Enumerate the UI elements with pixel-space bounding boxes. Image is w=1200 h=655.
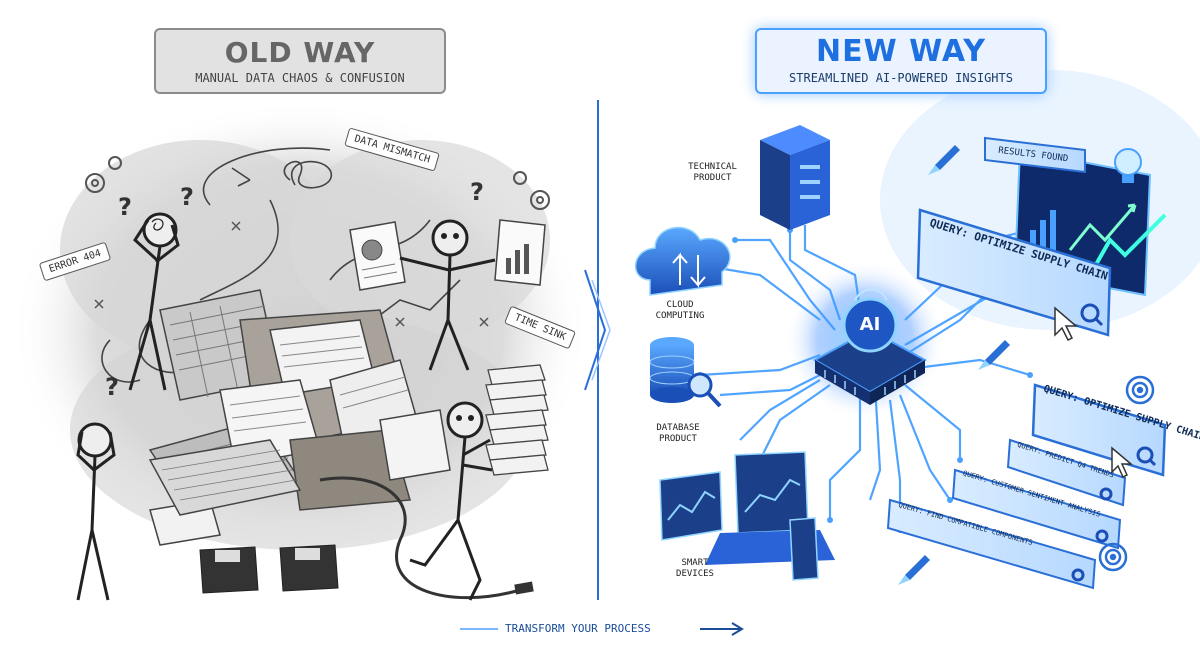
cursor-icon [1054,306,1134,479]
old-way-header: OLD WAY MANUAL DATA CHAOS & CONFUSION [154,28,446,94]
old-way-subtitle: MANUAL DATA CHAOS & CONFUSION [195,71,405,85]
technical-product-label: TECHNICAL PRODUCT [688,162,737,183]
new-way-header: NEW WAY STREAMLINED AI-POWERED INSIGHTS [755,28,1047,94]
lightbulb-icon [1114,148,1142,183]
ai-chip [812,288,928,405]
x-marks [94,221,489,327]
smart-devices-label: SMART DEVICES [676,558,714,579]
old-way-title: OLD WAY [224,36,376,69]
ai-label: AI [859,314,881,335]
cloud-icon [634,226,731,296]
search-bars [886,136,1167,590]
footer-arrow [460,622,744,636]
stick-figure-thinking [128,212,180,391]
devices-icon [659,451,835,581]
database-product-label: DATABASE PRODUCT [656,423,700,444]
new-way-title: NEW WAY [816,34,986,69]
target-icon [1098,375,1155,572]
svg-text:?: ? [118,193,132,221]
footer-label: TRANSFORM YOUR PROCESS [505,622,651,635]
usb-cable [319,476,521,600]
floppy-disk-icon [199,544,339,594]
rocket-icon [898,145,1010,585]
question-mark-icon: ? ? ? ? [105,178,484,401]
stick-figure-carrying [409,401,493,601]
stick-figure-stressed [76,422,116,601]
stick-figure-pointing [399,219,496,371]
divider [584,100,611,600]
keyboard [148,439,302,516]
new-way-subtitle: STREAMLINED AI-POWERED INSIGHTS [789,71,1013,85]
server-icon [760,125,830,230]
svg-text:?: ? [180,183,194,211]
pie-chart-paper [349,221,406,291]
usb-plug [514,581,534,595]
cloud-computing-label: CLOUD COMPUTING [655,300,705,321]
database-icon [649,337,722,408]
gear-icon [85,156,550,210]
bar-chart-paper [494,219,546,286]
svg-text:?: ? [470,178,484,206]
paper-stack [485,364,549,476]
svg-text:?: ? [105,373,119,401]
